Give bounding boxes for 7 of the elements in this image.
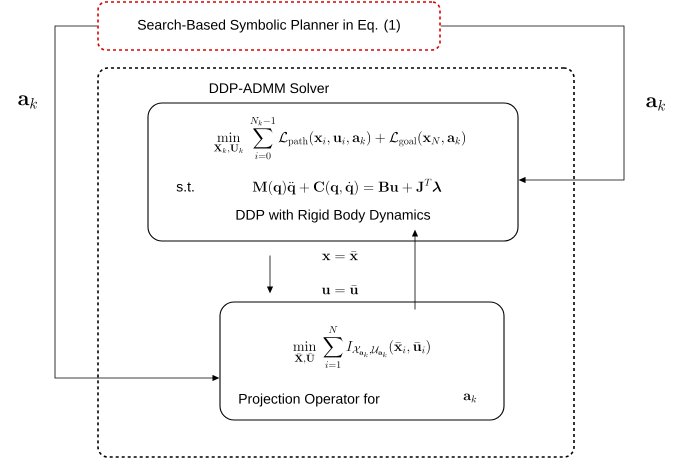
edge-label: $\mathbf{a}_k$ [16, 94, 40, 110]
process-box: $\min_{\bar{\mathbf{X}},\bar{\mathbf{U}}}\ \sum_{i=1}^{N} I_{\mathcal{X}_{\mathbf{a}_k},\mathcal{U}_{\mathbf{a}_k}}(\bar{\mathbf{x}}_i,\bar{\mathbf{u}}_i)$ Projection Operator for $\mathbf{a}_k$ [219, 301, 505, 421]
constraint-formula: $\mathbf{x}=\bar{\mathbf{x}}$ [322, 252, 358, 260]
arrow [440, 26, 624, 184]
edge-label: $\mathbf{a}_k$ [644, 96, 668, 112]
process-box: $\min_{\mathbf{X}_k,\mathbf{U}_k}\ \sum_{i=0}^{N_k-1}\mathcal{L}_{\mathrm{path}}(\mathbf{x}_i,\mathbf{u}_i,\mathbf{a}_k)+\mathcal{L}_{\mathrm{goal}}(\mathbf{x}_N,\mathbf{a}_k)$ s.t. $\mathbf{M}(\mathbf{q})\ddot{\mathbf{q}}+\mathbf{C}(\mathbf{q},\dot{\mathbf{q}})=\mathbf{B}\mathbf{u}+\mathbf{J}^T\boldsymbol{\lambda}$ DDP with Rigid Body Dynamics [147, 102, 519, 242]
planner-box: Search-Based Symbolic Planner in Eq. (1) [97, 1, 441, 51]
